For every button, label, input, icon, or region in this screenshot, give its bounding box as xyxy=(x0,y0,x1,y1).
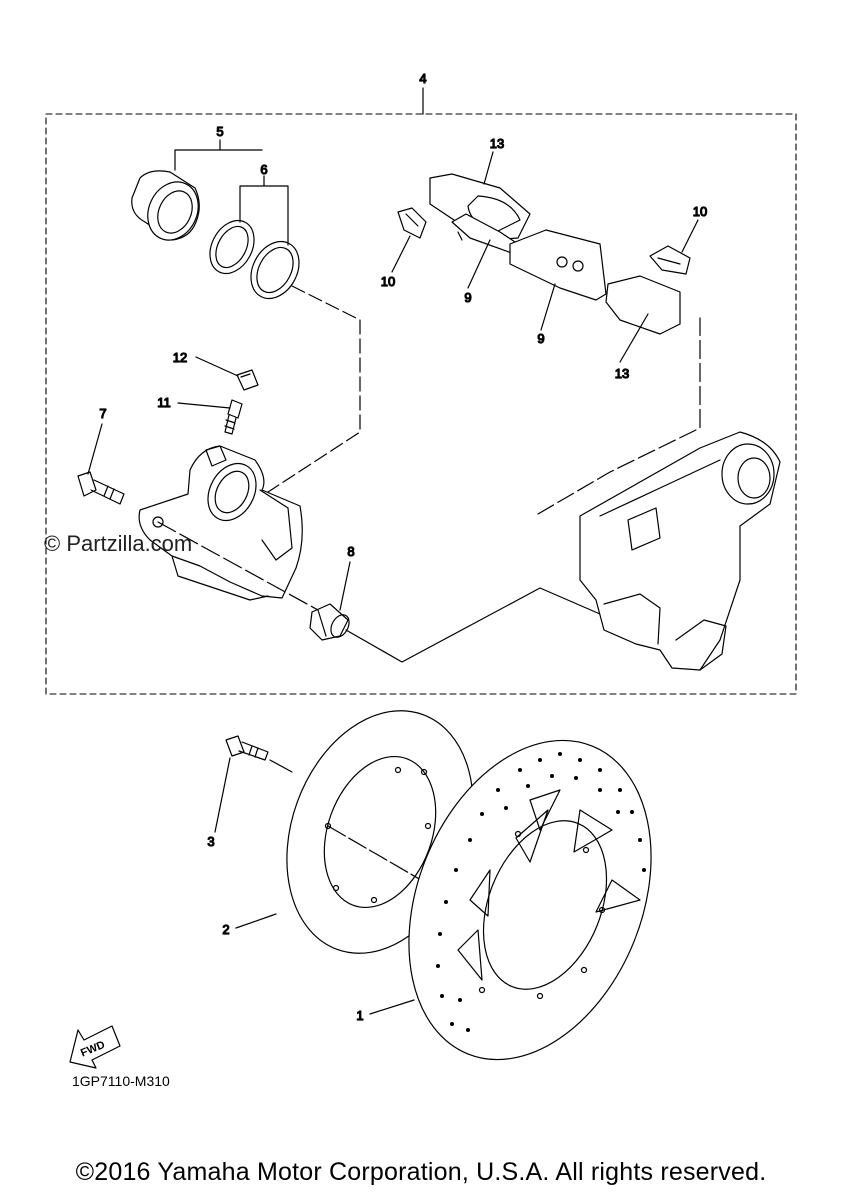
leader-13a xyxy=(483,151,494,185)
pad-shim-b[interactable] xyxy=(509,229,607,301)
bleed-screw[interactable] xyxy=(224,399,243,435)
leader-6 xyxy=(239,175,289,246)
fwd-arrow xyxy=(69,1025,121,1069)
callout-5: 5 xyxy=(216,124,223,139)
rotor-bolt[interactable] xyxy=(225,735,269,761)
caliper-bolt[interactable] xyxy=(77,471,125,505)
pad-spring-right[interactable] xyxy=(649,245,691,275)
callout-13a: 13 xyxy=(490,136,504,151)
leader-7 xyxy=(87,423,103,475)
leader-3 xyxy=(214,757,231,833)
leader-2 xyxy=(235,913,277,929)
caliper-body[interactable] xyxy=(138,445,303,601)
piston-seals[interactable] xyxy=(201,213,308,307)
callout-10b: 10 xyxy=(693,204,707,219)
brake-disc[interactable] xyxy=(364,704,696,1096)
leader-12 xyxy=(195,356,239,377)
watermark: © Partzilla.com xyxy=(44,531,193,556)
leader-10a xyxy=(391,235,411,273)
alignment-line-seal xyxy=(267,285,361,493)
caliper-bracket[interactable] xyxy=(579,431,781,671)
callout-1: 1 xyxy=(356,1008,363,1023)
alignment-line-pin xyxy=(157,521,319,611)
callout-11: 11 xyxy=(157,395,171,410)
assembly-boundary xyxy=(45,113,797,695)
callout-3: 3 xyxy=(207,834,214,849)
alignment-line-rotor-bolt xyxy=(269,759,293,773)
alignment-line-boot xyxy=(345,587,601,663)
alignment-line-bracket xyxy=(537,317,701,515)
pad-spring-left[interactable] xyxy=(397,207,427,239)
leader-9b xyxy=(540,283,556,331)
leader-9a xyxy=(467,239,491,289)
piston[interactable] xyxy=(131,170,208,248)
bleed-cap[interactable] xyxy=(236,369,259,391)
leader-11 xyxy=(177,402,231,409)
callout-6: 6 xyxy=(260,162,267,177)
callout-9a: 9 xyxy=(464,290,471,305)
brake-pad-lower[interactable] xyxy=(605,275,681,335)
slide-pin-boot[interactable] xyxy=(309,603,353,641)
callout-12: 12 xyxy=(173,350,187,365)
callout-7: 7 xyxy=(99,406,106,421)
callout-8: 8 xyxy=(347,544,354,559)
copyright-notice: ©2016 Yamaha Motor Corporation, U.S.A. A… xyxy=(75,1158,767,1186)
diagram-code: 1GP7110-M310 xyxy=(72,1073,170,1089)
callout-9b: 9 xyxy=(537,331,544,346)
leader-1 xyxy=(369,999,415,1015)
callout-2: 2 xyxy=(222,922,229,937)
leader-8 xyxy=(339,561,351,611)
callout-4: 4 xyxy=(419,71,426,86)
callout-10a: 10 xyxy=(381,274,395,289)
leader-10b xyxy=(681,219,699,253)
leader-13b xyxy=(619,313,649,363)
leader-5 xyxy=(174,139,263,171)
callout-13b: 13 xyxy=(615,366,629,381)
